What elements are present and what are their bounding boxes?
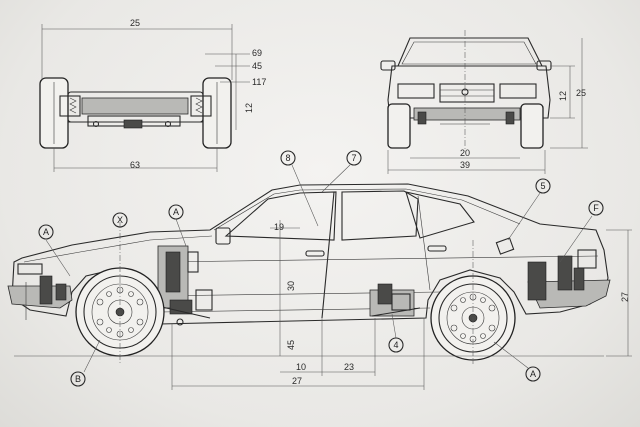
front-view-right-mirror xyxy=(536,60,552,71)
front-height-side-label: 25 xyxy=(576,88,586,98)
overall-height-label: 27 xyxy=(620,292,630,302)
front-view: 12 25 20 39 xyxy=(380,30,588,174)
front-height-label: 12 xyxy=(558,91,568,101)
front-view-grille xyxy=(439,83,495,103)
front-suspension xyxy=(139,245,213,326)
front-track-label: 20 xyxy=(460,148,470,158)
rear-view-axle xyxy=(81,97,189,115)
rear-width-label: 25 xyxy=(130,18,140,28)
front-view-left-wheel xyxy=(387,103,411,149)
spec-label-1: 69 xyxy=(252,48,262,58)
callout-roof: 7 xyxy=(351,153,356,163)
front-width-label: 39 xyxy=(460,160,470,170)
side-view-door-line xyxy=(321,191,335,319)
side-view-front-window xyxy=(224,191,337,241)
side-view-quarter-window xyxy=(405,191,475,239)
wheelbase-label: 27 xyxy=(292,376,302,386)
callout-front-left: A xyxy=(43,227,49,237)
callouts: A X A 8 7 5 F B 4 A xyxy=(38,150,604,387)
track-label: 63 xyxy=(130,160,140,170)
door-height-label: 19 xyxy=(274,222,284,232)
side-view-rear-bumper xyxy=(527,279,611,309)
callout-wheel-axis: X xyxy=(117,215,123,225)
front-view-body xyxy=(387,65,551,119)
callout-rear-wheel: A xyxy=(530,369,536,379)
side-view: 19 30 45 10 23 27 27 xyxy=(7,183,632,390)
callout-front-wheel: B xyxy=(75,374,81,384)
side-view-taillight xyxy=(577,249,597,269)
side-view-front-door-handle xyxy=(305,250,325,257)
spec-label-3: 117 xyxy=(252,77,266,87)
sill-mechanism xyxy=(369,283,421,317)
callout-rear-panel: 5 xyxy=(540,181,545,191)
lower-height-label: 45 xyxy=(286,340,296,350)
side-23-label: 23 xyxy=(344,362,354,372)
side-view-rear-door-handle xyxy=(427,245,447,252)
spec-label-2: 45 xyxy=(252,61,262,71)
side-10-label: 10 xyxy=(296,362,306,372)
front-view-bumper xyxy=(413,107,521,121)
front-view-right-wheel xyxy=(520,103,544,149)
front-view-right-headlight xyxy=(499,83,537,99)
rear-height-label: 12 xyxy=(244,103,254,113)
callout-pillar: A xyxy=(173,207,179,217)
callout-door: 8 xyxy=(285,153,290,163)
sill-height-label: 30 xyxy=(286,281,296,291)
front-view-left-mirror xyxy=(380,60,396,71)
side-view-rear-window xyxy=(341,190,419,241)
front-view-left-headlight xyxy=(397,83,435,99)
side-view-fuel-flap xyxy=(495,237,515,255)
callout-sill: 4 xyxy=(393,340,398,350)
rear-view: 25 69 45 117 12 63 xyxy=(39,18,266,172)
callout-rear-bumper: F xyxy=(593,203,599,213)
side-view-mirror xyxy=(215,227,231,245)
side-view-headlight xyxy=(17,263,43,275)
side-view-body xyxy=(11,183,609,325)
